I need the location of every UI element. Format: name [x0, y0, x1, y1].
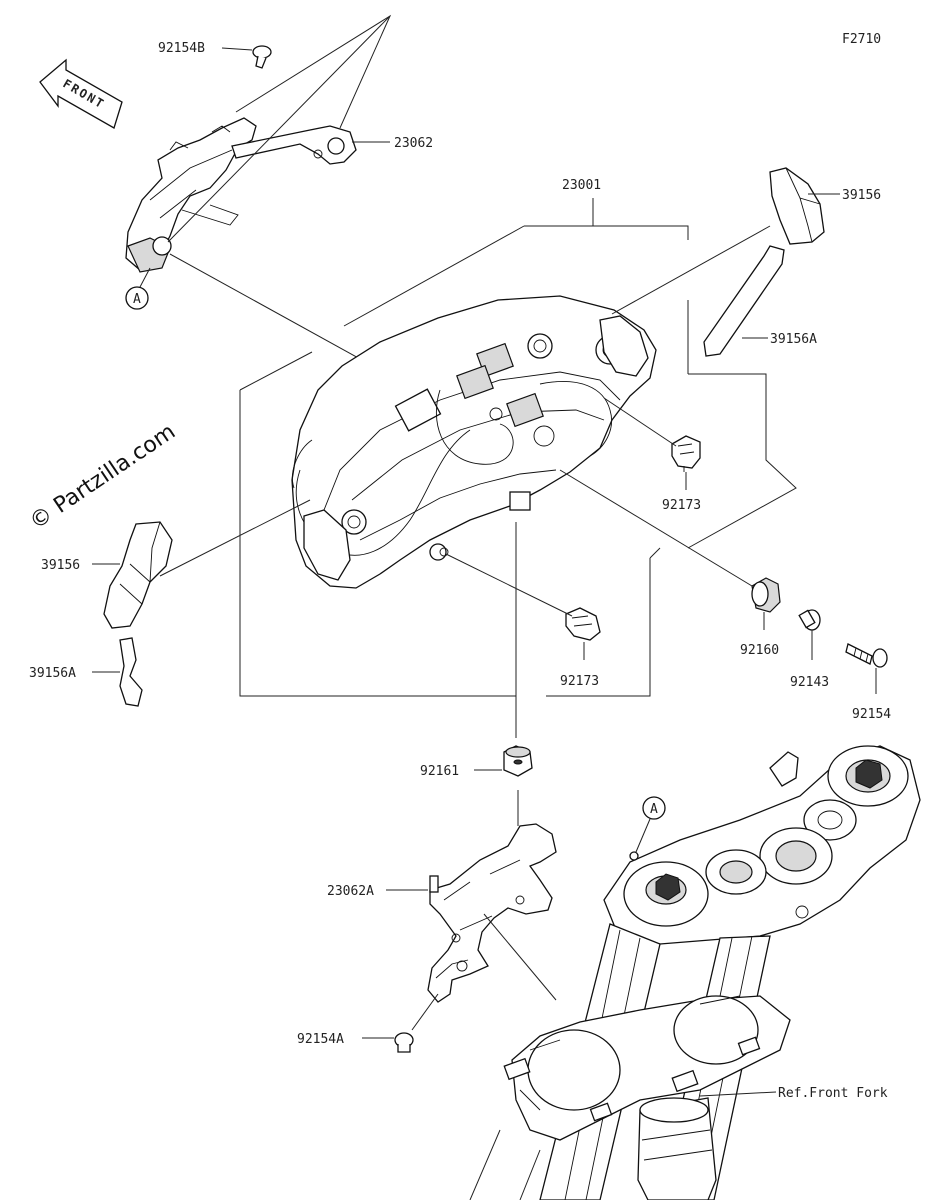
- label-92173-lower: 92173: [560, 674, 599, 689]
- collar-92143: [798, 609, 821, 631]
- bolt-92154A: [394, 1032, 414, 1053]
- ref-marker-a-bottom: [642, 796, 666, 820]
- strip-39156A-right: [703, 245, 785, 357]
- label-92154: 92154: [852, 707, 891, 722]
- label-ref-front-fork: Ref.Front Fork: [778, 1086, 888, 1101]
- label-39156-left: 39156: [41, 558, 80, 573]
- grommet-92160: [751, 577, 781, 613]
- label-92154B: 92154B: [158, 41, 205, 56]
- front-fork-reference: [469, 745, 921, 1201]
- label-39156-right: 39156: [842, 188, 881, 203]
- ref-marker-a-bottom-label: A: [650, 802, 658, 817]
- bracket-23062A: [427, 823, 557, 1003]
- watermark: © Partzilla.com: [25, 419, 180, 535]
- label-92161: 92161: [420, 764, 459, 779]
- label-92160: 92160: [740, 643, 779, 658]
- label-39156A-right: 39156A: [770, 332, 817, 347]
- label-23062A: 23062A: [327, 884, 374, 899]
- meter-assembly-23001: [291, 295, 657, 589]
- pad-39156-left: [103, 521, 173, 629]
- label-92143: 92143: [790, 675, 829, 690]
- ref-marker-a-top-label: A: [133, 292, 141, 307]
- label-39156A-left: 39156A: [29, 666, 76, 681]
- clip-92173-lower: [565, 607, 601, 641]
- strip-39156A-left: [119, 637, 143, 707]
- clip-92173-upper: [671, 435, 701, 472]
- label-92154A: 92154A: [297, 1032, 344, 1047]
- figure-code: F2710: [842, 32, 881, 47]
- front-arrow-icon: FRONT: [39, 58, 123, 129]
- bolt-92154: [845, 643, 888, 668]
- grommet-92161: [503, 745, 533, 777]
- bolt-92154B: [252, 45, 272, 69]
- label-23062: 23062: [394, 136, 433, 151]
- bracket-23062: [125, 117, 357, 273]
- pad-39156-right: [769, 167, 825, 245]
- ref-marker-a-top: [125, 286, 149, 310]
- label-23001: 23001: [562, 178, 601, 193]
- label-92173-upper: 92173: [662, 498, 701, 513]
